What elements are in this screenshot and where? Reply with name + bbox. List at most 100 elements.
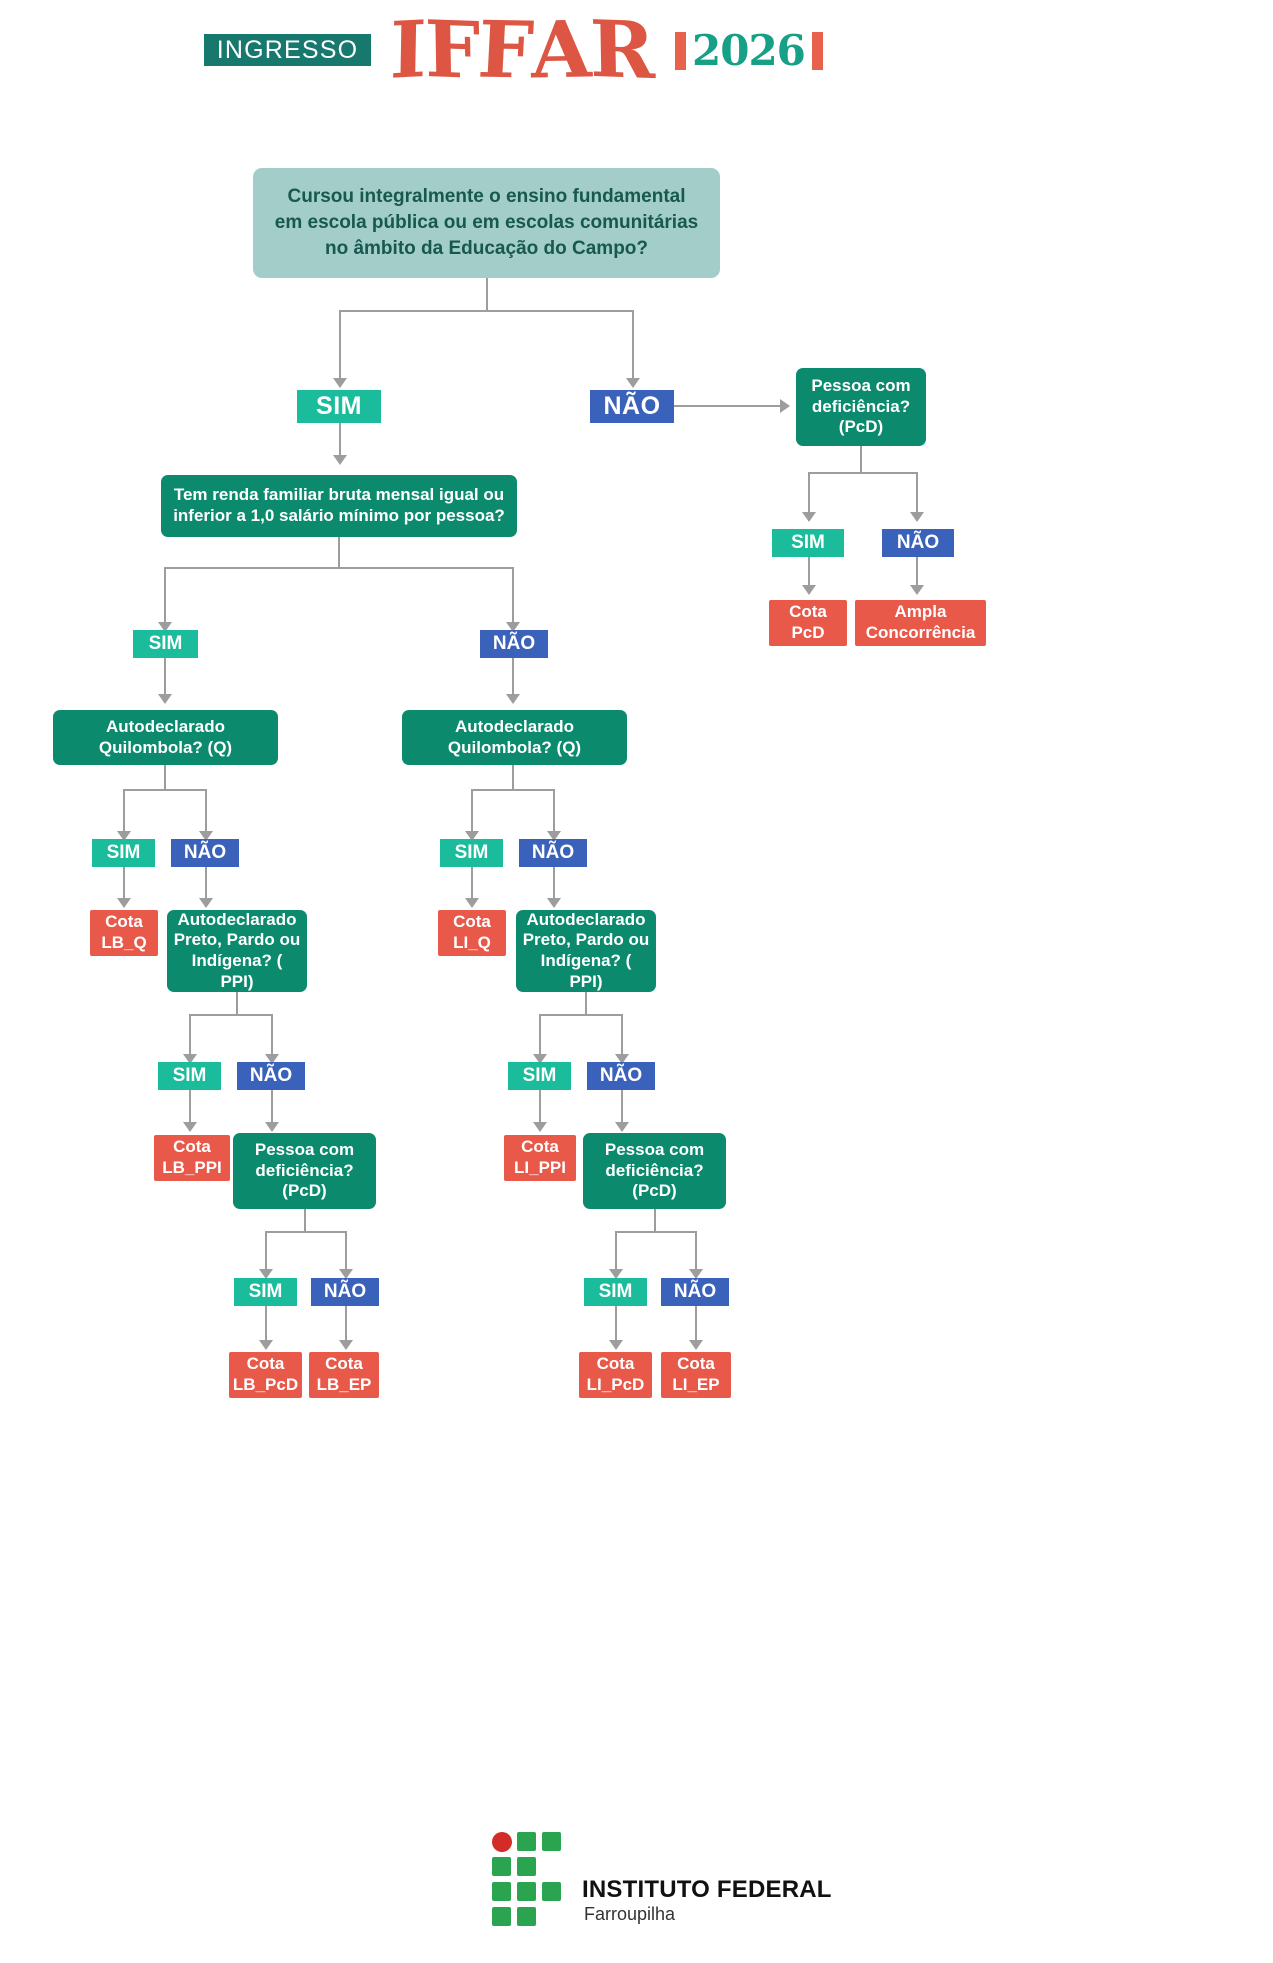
connector (265, 1231, 345, 1233)
nao-label: NÃO (673, 1281, 717, 1303)
result-ampla-concorrencia: Ampla Concorrência (855, 600, 986, 646)
arrow-icon (183, 1122, 197, 1132)
question-line-2: Preto, Pardo ou (522, 930, 650, 950)
connector (123, 867, 125, 898)
result-line-2: LB_Q (101, 933, 147, 952)
connector (553, 867, 555, 898)
connector (189, 1014, 191, 1054)
branch-nao-quilombola-right: NÃO (519, 839, 587, 867)
connector (164, 567, 166, 622)
result-cota-lb-ep: Cota LB_EP (309, 1352, 379, 1398)
arrow-icon (609, 1269, 623, 1279)
arrow-icon (533, 1054, 547, 1064)
result-cota-lb-q: Cota LB_Q (90, 910, 158, 956)
connector (205, 867, 207, 898)
connector (345, 1231, 347, 1269)
campus-name: Farroupilha (584, 1904, 676, 1924)
connector (585, 992, 587, 1014)
sim-label: SIM (522, 1065, 557, 1087)
connector (615, 1231, 617, 1269)
connector (615, 1231, 695, 1233)
arrow-icon (780, 399, 790, 413)
arrow-icon (117, 831, 131, 841)
sim-label: SIM (598, 1281, 633, 1303)
connector (345, 1306, 347, 1340)
connector (512, 765, 514, 789)
question-pcd-right: Pessoa com deficiência? (PcD) (796, 368, 926, 446)
question-quilombola-right: Autodeclarado Quilombola? (Q) (402, 710, 627, 765)
question-renda-familiar: Tem renda familiar bruta mensal igual ou… (161, 475, 517, 537)
connector (164, 658, 166, 694)
logo-square-icon (492, 1857, 511, 1876)
logo-square-icon (517, 1832, 536, 1851)
connector (615, 1306, 617, 1340)
nao-label: NÃO (492, 633, 536, 655)
iffar-letter-i: I (389, 4, 426, 97)
arrow-icon (802, 512, 816, 522)
arrow-icon (910, 512, 924, 522)
question-line-1: Autodeclarado (454, 716, 575, 736)
iffar-letter-a: A (530, 4, 591, 97)
connector (338, 537, 340, 567)
arrow-icon (609, 1340, 623, 1350)
result-line-2: LB_PcD (232, 1375, 299, 1394)
connector (189, 1014, 273, 1016)
connector (512, 567, 514, 622)
branch-sim-pcd-right: SIM (772, 529, 844, 557)
arrow-icon (506, 622, 520, 632)
arrow-icon (910, 585, 924, 595)
question-line-1: Autodeclarado (105, 716, 226, 736)
logo-square-icon (517, 1882, 536, 1901)
nao-label: NÃO (323, 1281, 367, 1303)
question-line-1: Cursou integralmente o ensino fundamenta… (287, 185, 686, 207)
connector (471, 789, 473, 831)
logo-square-icon (542, 1832, 561, 1851)
sim-label: SIM (791, 532, 825, 554)
sim-label: SIM (248, 1281, 283, 1303)
arrow-icon (259, 1269, 273, 1279)
connector (916, 557, 918, 585)
logo-red-dot-icon (492, 1832, 512, 1852)
branch-nao-pcd-right-low: NÃO (661, 1278, 729, 1306)
branch-sim-fundamental: SIM (297, 390, 381, 423)
arrow-icon (158, 694, 172, 704)
instituto-federal-logo: INSTITUTO FEDERAL Farroupilha (492, 1832, 831, 1926)
ingresso-badge: INGRESSO (204, 34, 371, 66)
branch-sim-renda: SIM (133, 630, 198, 658)
question-pcd-right-branch: Pessoa com deficiência? (PcD) (583, 1133, 726, 1209)
connector (471, 789, 555, 791)
nao-label: NÃO (896, 532, 940, 554)
result-line-1: Cota (521, 1137, 559, 1157)
result-line-2: LI_PPI (514, 1158, 566, 1177)
connector (808, 472, 918, 474)
connector (486, 278, 488, 310)
arrow-icon (158, 622, 172, 632)
arrow-icon (615, 1054, 629, 1064)
result-line-2: LI_PcD (586, 1375, 645, 1394)
arrow-icon (199, 898, 213, 908)
result-cota-pcd: Cota PcD (769, 600, 847, 646)
result-cota-lb-pcd: Cota LB_PcD (229, 1352, 302, 1398)
iffar-wordmark: IFFAR (389, 4, 653, 97)
question-line-1: Autodeclarado (177, 909, 297, 929)
arrow-icon (333, 378, 347, 388)
institute-name: INSTITUTO FEDERAL (582, 1876, 832, 1903)
result-line-2: LB_EP (316, 1375, 372, 1394)
result-line-2: LB_PPI (162, 1158, 222, 1177)
arrow-icon (117, 898, 131, 908)
connector (265, 1231, 267, 1269)
arrow-icon (465, 898, 479, 908)
connector (164, 567, 514, 569)
question-line-1: Pessoa com (604, 1139, 705, 1159)
connector (553, 789, 555, 831)
question-line-3: (PcD) (632, 1181, 677, 1201)
sim-label: SIM (316, 392, 362, 421)
connector (123, 789, 207, 791)
question-line-2: Quilombola? (Q) (447, 737, 582, 757)
branch-nao-fundamental: NÃO (590, 390, 674, 423)
connector (205, 789, 207, 831)
connector (339, 310, 341, 378)
result-cota-li-pcd: Cota LI_PcD (579, 1352, 652, 1398)
question-ppi-right: Autodeclarado Preto, Pardo ou Indígena? … (516, 910, 656, 992)
